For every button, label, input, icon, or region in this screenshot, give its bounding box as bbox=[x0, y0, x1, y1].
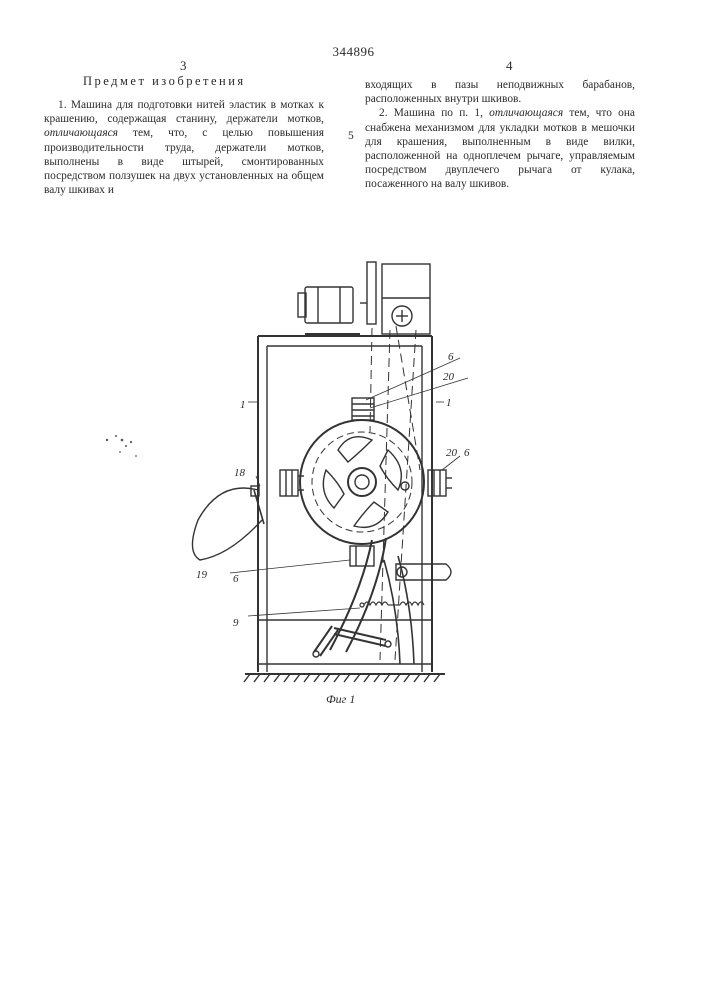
drum-pulley-icon bbox=[300, 420, 424, 544]
label-6-right: 6 bbox=[464, 447, 470, 459]
bag-icon bbox=[192, 486, 264, 560]
label-20-top: 20 bbox=[443, 371, 455, 383]
motor-icon bbox=[298, 287, 360, 334]
ground-line bbox=[244, 674, 445, 682]
gearbox-icon bbox=[382, 264, 430, 334]
label-1-right: 1 bbox=[446, 397, 452, 409]
label-20-right: 20 bbox=[446, 447, 458, 459]
label-6-top: 6 bbox=[448, 351, 454, 363]
figure-caption: Фиг 1 bbox=[326, 692, 355, 706]
cam-lever bbox=[396, 564, 451, 580]
label-6-bottom: 6 bbox=[233, 573, 239, 585]
label-19: 19 bbox=[196, 569, 208, 581]
label-9: 9 bbox=[233, 617, 239, 629]
label-18: 18 bbox=[234, 467, 246, 479]
label-1-left: 1 bbox=[240, 399, 246, 411]
motor-pulley-icon bbox=[360, 262, 376, 324]
scan-specks bbox=[106, 435, 137, 457]
